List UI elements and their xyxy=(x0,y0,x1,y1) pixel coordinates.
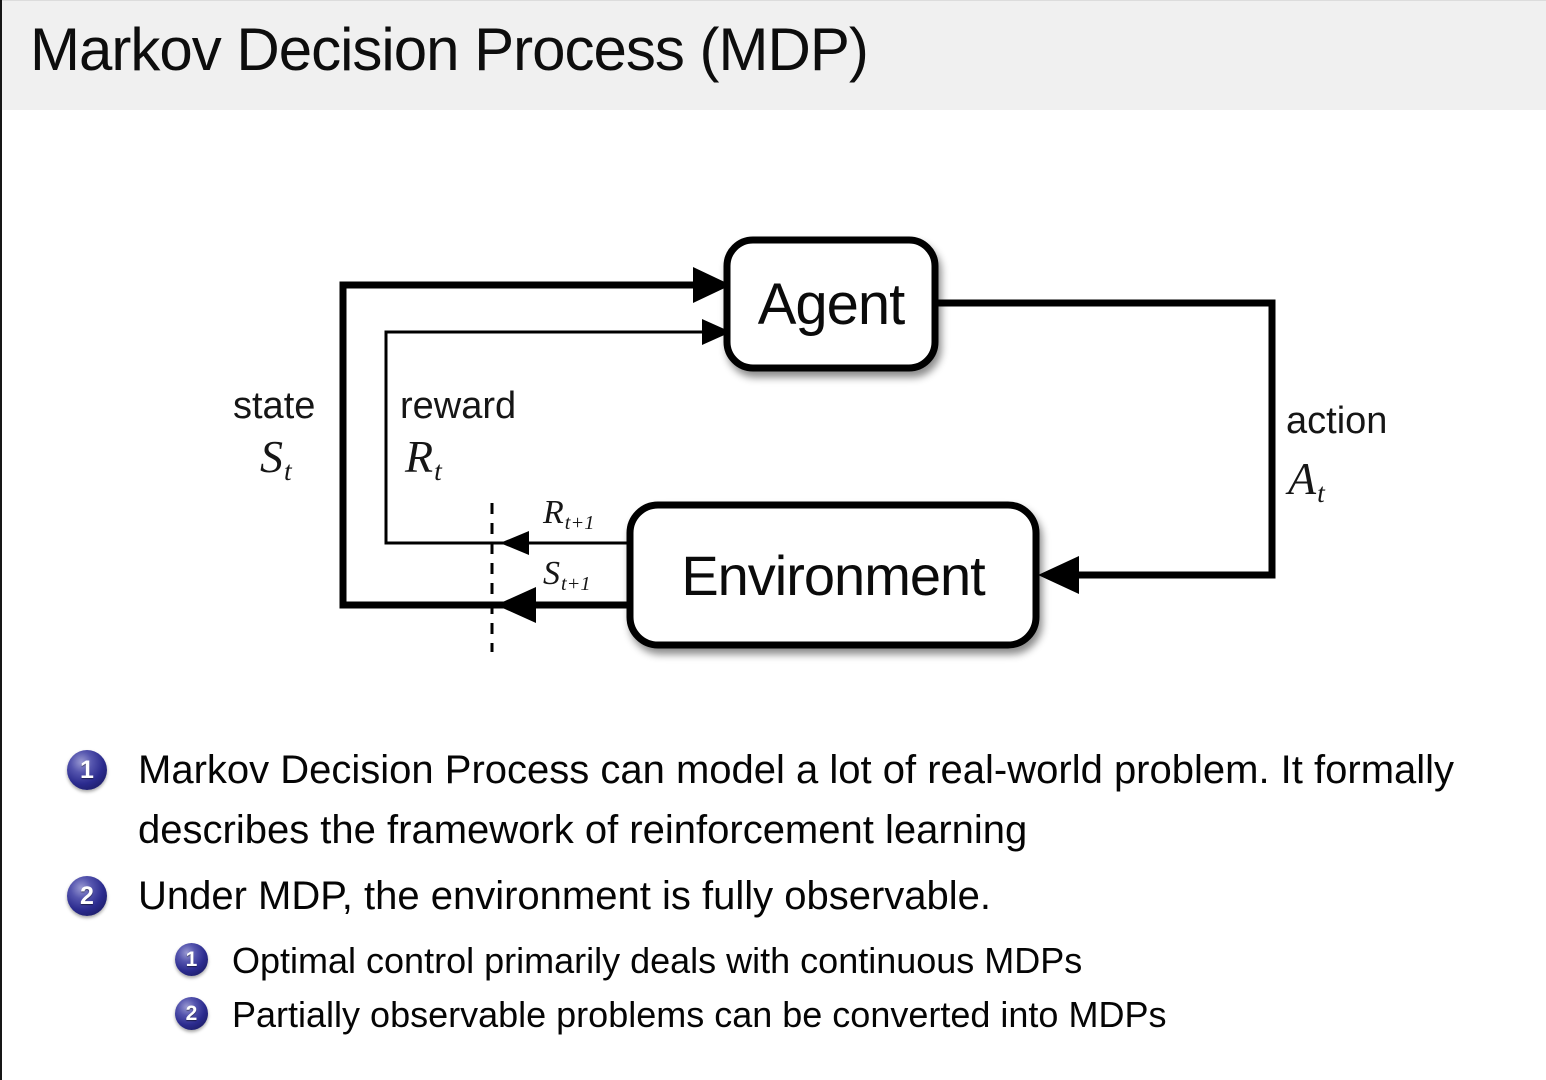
agent-box xyxy=(723,236,939,372)
page-title: Markov Decision Process (MDP) xyxy=(30,16,869,83)
sub-bullet-text: Optimal control primarily deals with con… xyxy=(232,940,1083,981)
action-symbol: At xyxy=(1288,453,1325,509)
bullet-item-2: 2 Under MDP, the environment is fully ob… xyxy=(65,866,1515,926)
bullet-item-1: 1 Markov Decision Process can model a lo… xyxy=(65,740,1515,860)
bullet-text: Markov Decision Process can model a lot … xyxy=(138,748,1455,852)
sub-bullet-item-1: 1 Optimal control primarily deals with c… xyxy=(175,934,1515,988)
action-label: action xyxy=(1286,400,1388,442)
state-label: state xyxy=(233,385,316,427)
bullet-list: 1 Markov Decision Process can model a lo… xyxy=(65,740,1515,1042)
enumerate-ball-2-icon: 2 xyxy=(67,876,107,916)
state-arrowhead-to-agent xyxy=(693,267,731,303)
reward-label: reward xyxy=(400,385,517,427)
environment-box-label: Environment xyxy=(681,543,985,607)
state-line xyxy=(339,281,702,609)
sub-bullet-item-2: 2 Partially observable problems can be c… xyxy=(175,988,1515,1042)
action-arrowhead-to-environment xyxy=(1038,556,1079,594)
bullet-text: Under MDP, the environment is fully obse… xyxy=(138,874,992,918)
reward-arrowhead-at-boundary xyxy=(500,531,529,555)
enumerate-ball-sub-2-icon: 2 xyxy=(175,997,208,1030)
sub-bullet-text: Partially observable problems can be con… xyxy=(232,994,1167,1035)
next-reward-symbol: Rt+1 xyxy=(543,494,595,535)
state-symbol: St xyxy=(260,431,292,487)
enumerate-ball-sub-1-icon: 1 xyxy=(175,943,208,976)
reward-symbol: Rt xyxy=(405,431,442,487)
reward-arrowhead-to-agent xyxy=(702,319,731,345)
enumerate-ball-1-icon: 1 xyxy=(67,750,107,790)
agent-box-label: Agent xyxy=(757,271,906,337)
action-line xyxy=(935,299,1276,579)
title-bar: Markov Decision Process (MDP) xyxy=(2,0,1546,110)
state-arrowhead-at-boundary xyxy=(496,587,536,623)
environment-box xyxy=(626,501,1040,649)
next-state-symbol: St+1 xyxy=(543,555,591,596)
